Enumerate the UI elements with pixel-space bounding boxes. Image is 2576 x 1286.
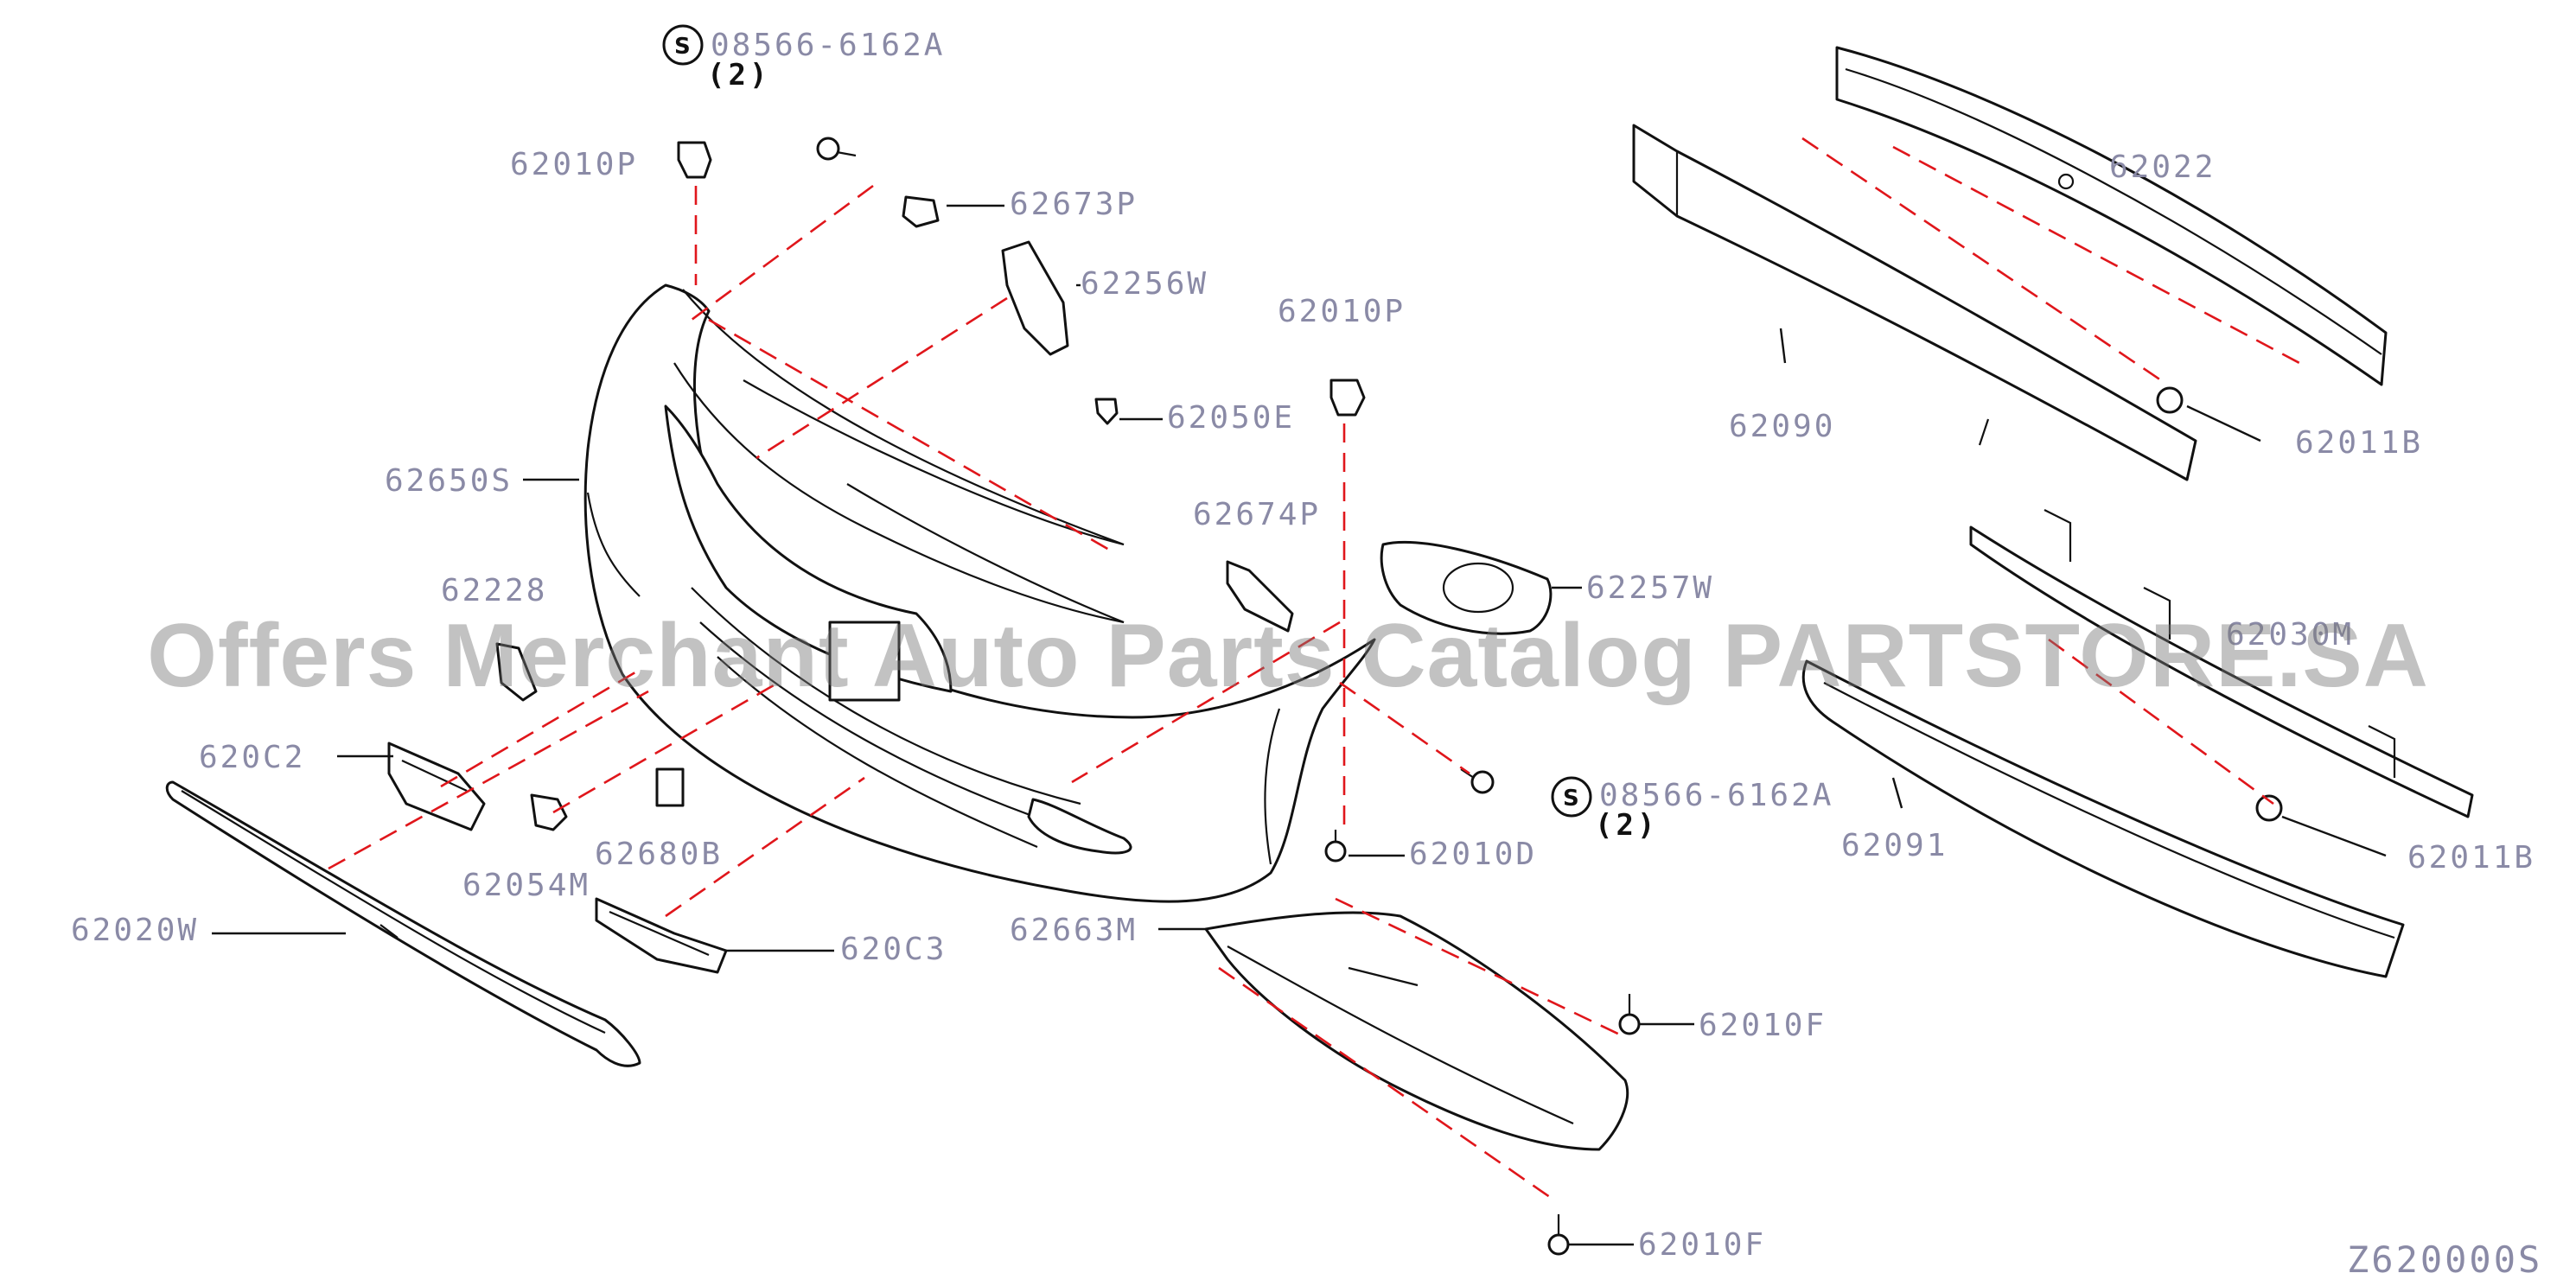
energy-absorber-62090[interactable] bbox=[1632, 124, 2197, 481]
label-62091: 62091 bbox=[1841, 828, 1948, 863]
alignment-guides bbox=[328, 137, 2300, 1203]
bracket-62680B[interactable] bbox=[655, 767, 685, 807]
label-62011B-lower: 62011B bbox=[2407, 840, 2535, 875]
grille-molding[interactable] bbox=[165, 780, 641, 1067]
label-62050E: 62050E bbox=[1167, 400, 1295, 436]
bracket-62228[interactable] bbox=[495, 642, 538, 702]
stay-62030M[interactable] bbox=[1969, 509, 2474, 818]
label-62010D: 62010D bbox=[1409, 837, 1537, 872]
label-screw-mid: 08566-6162A bbox=[1599, 778, 1833, 813]
nut-62011B-lower[interactable] bbox=[2255, 794, 2283, 822]
nut-62011B-upper[interactable] bbox=[2156, 386, 2184, 414]
clip-62050E[interactable] bbox=[1094, 398, 1119, 425]
bracket-620C2[interactable] bbox=[387, 742, 486, 831]
label-62030M: 62030M bbox=[2226, 617, 2354, 653]
label-62674P: 62674P bbox=[1193, 497, 1321, 532]
fog-lamp-cover-62257W[interactable] bbox=[1380, 540, 1553, 635]
label-62257W: 62257W bbox=[1586, 570, 1714, 606]
bracket-620C3[interactable] bbox=[595, 897, 728, 974]
label-62650S: 62650S bbox=[385, 463, 513, 499]
label-62663M: 62663M bbox=[1010, 913, 1138, 948]
label-screw-mid-qty: (2) bbox=[1595, 808, 1658, 843]
label-screw-top-qty: (2) bbox=[707, 58, 770, 92]
svg-text:S: S bbox=[1563, 786, 1579, 812]
label-62010F-upper: 62010F bbox=[1699, 1008, 1827, 1043]
clip-62010P-mid[interactable] bbox=[1329, 379, 1366, 417]
clip-62010P-top[interactable] bbox=[677, 141, 712, 179]
label-62680B: 62680B bbox=[595, 837, 723, 872]
bracket-62674P[interactable] bbox=[1226, 560, 1294, 633]
screw-symbol-mid: S bbox=[1551, 776, 1592, 818]
label-62054M: 62054M bbox=[462, 868, 590, 903]
bolt-62010D[interactable] bbox=[1324, 830, 1347, 863]
label-62011B-upper: 62011B bbox=[2295, 425, 2423, 461]
label-620C3: 620C3 bbox=[840, 932, 947, 967]
label-620C2: 620C2 bbox=[199, 740, 305, 775]
label-62228: 62228 bbox=[441, 573, 547, 608]
fog-lamp-cover-62256W[interactable] bbox=[1001, 240, 1069, 356]
screw-mid[interactable] bbox=[1460, 768, 1495, 794]
undercover-62663M[interactable] bbox=[1204, 911, 1629, 1151]
label-62010F-lower: 62010F bbox=[1638, 1227, 1766, 1263]
catalog-code: Z620000S bbox=[2347, 1238, 2542, 1281]
clip-62054M[interactable] bbox=[530, 793, 568, 831]
leader-lines bbox=[212, 204, 2387, 1246]
screw-top[interactable] bbox=[816, 137, 857, 161]
label-62020W: 62020W bbox=[71, 913, 199, 948]
screw-62010F-lower[interactable] bbox=[1547, 1214, 1570, 1256]
lower-absorber-62091[interactable] bbox=[1801, 659, 2405, 978]
svg-text:S: S bbox=[674, 34, 691, 60]
label-62022: 62022 bbox=[2109, 150, 2216, 185]
clip-62673P[interactable] bbox=[902, 195, 940, 228]
front-bumper-fascia[interactable] bbox=[583, 283, 1376, 903]
screw-symbol-top: S bbox=[662, 24, 704, 66]
label-62010P-mid: 62010P bbox=[1278, 294, 1406, 329]
label-62673P: 62673P bbox=[1010, 187, 1138, 222]
reinforcement-62022[interactable] bbox=[1835, 46, 2388, 386]
label-screw-top: 08566-6162A bbox=[711, 28, 945, 63]
label-62256W: 62256W bbox=[1081, 266, 1208, 302]
screw-62010F-upper[interactable] bbox=[1618, 994, 1641, 1035]
label-62090: 62090 bbox=[1729, 409, 1835, 444]
label-62010P-top: 62010P bbox=[510, 147, 638, 182]
